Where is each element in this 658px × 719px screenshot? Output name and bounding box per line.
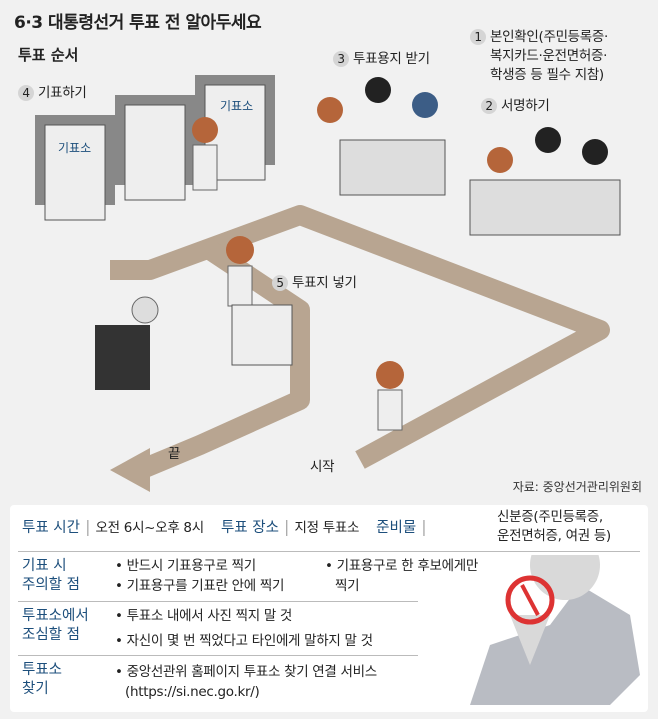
items-label: 준비물: [376, 520, 417, 536]
step-number: 1: [470, 29, 486, 45]
place-value: 지정 투표소: [294, 520, 360, 536]
path-end-label: 끝: [168, 446, 181, 462]
step-number: 3: [333, 51, 349, 67]
row-label-line: 주의할 점: [22, 577, 80, 593]
end-arrowhead: [110, 448, 150, 492]
items-value-line: 운전면허증, 여권 등): [497, 528, 611, 544]
divider: [18, 551, 640, 552]
divider: [18, 655, 418, 656]
separator: |: [284, 517, 290, 536]
svg-text:기표소: 기표소: [220, 99, 253, 113]
divider: [18, 601, 418, 602]
list-item: • 기표용구를 기표란 안에 찍기: [115, 578, 285, 594]
summary-row: 투표 시간 | 오전 6시~오후 8시 투표 장소 | 지정 투표소 준비물 |: [22, 517, 427, 538]
section-title: 투표 순서: [18, 46, 79, 64]
step-label: 투표용지 받기: [353, 51, 430, 67]
time-label: 투표 시간: [22, 520, 80, 536]
separator: |: [85, 517, 91, 536]
step-label: 학생증 등 필수 지참): [490, 67, 604, 83]
separator: |: [421, 517, 427, 536]
map-pin-icon: [470, 555, 640, 705]
list-item: • 자신이 몇 번 찍었다고 타인에게 말하지 말 것: [115, 633, 373, 649]
info-panel: 투표 시간 | 오전 6시~오후 8시 투표 장소 | 지정 투표소 준비물 |…: [10, 505, 648, 712]
time-value: 오전 6시~오후 8시: [95, 520, 205, 536]
items-value-line: 신분증(주민등록증,: [497, 509, 603, 525]
items-value: 신분증(주민등록증, 운전면허증, 여권 등): [497, 508, 611, 546]
path-arrow: [110, 205, 610, 480]
list-item: • 중앙선관위 홈페이지 투표소 찾기 연결 서비스: [115, 664, 377, 680]
row-label-line: 투표소에서: [22, 608, 89, 624]
step-label: 본인확인(주민등록증·: [490, 29, 609, 45]
step-label: 기표하기: [38, 85, 87, 101]
polling-place-link[interactable]: (https://si.nec.go.kr/): [125, 684, 260, 700]
list-item: • 반드시 기표용구로 찍기: [115, 558, 256, 574]
path-start-label: 시작: [310, 459, 335, 475]
row-label-line: 찾기: [22, 681, 49, 697]
row-label-line: 투표소: [22, 662, 63, 678]
row-label-line: 조심할 점: [22, 627, 80, 643]
step-number: 4: [18, 85, 34, 101]
people: [95, 77, 621, 431]
step-label: 서명하기: [501, 98, 550, 114]
step-label: 복지카드·운전면허증·: [490, 48, 608, 64]
list-item: 찍기: [335, 578, 360, 594]
step-number: 5: [272, 275, 288, 291]
page-title: 6·3 대통령선거 투표 전 알아두세요: [14, 13, 262, 33]
row-label-line: 기표 시: [22, 558, 67, 574]
step-number: 2: [481, 98, 497, 114]
list-item: • 투표소 내에서 사진 찍지 말 것: [115, 608, 293, 624]
source-note: 자료: 중앙선거관리위원회: [512, 480, 642, 494]
step-label: 투표지 넣기: [292, 275, 357, 291]
place-label: 투표 장소: [220, 520, 279, 536]
svg-text:기표소: 기표소: [58, 141, 91, 155]
illustration: 기표소 기표소: [35, 75, 621, 492]
list-item: • 기표용구로 한 후보에게만: [325, 558, 478, 574]
